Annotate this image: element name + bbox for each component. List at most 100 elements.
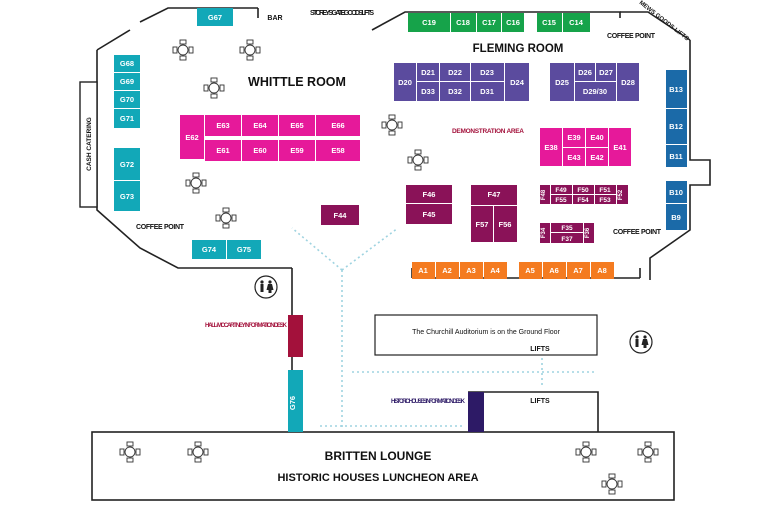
booth-F52[interactable]: F52 bbox=[618, 189, 624, 200]
booth-E42[interactable]: E42 bbox=[590, 153, 603, 162]
booth-D32[interactable]: D32 bbox=[448, 87, 462, 96]
booth-F45[interactable]: F45 bbox=[423, 210, 436, 219]
cafe-table-icons bbox=[119, 39, 659, 495]
table-chairs-icon bbox=[239, 39, 261, 61]
booth-A1[interactable]: A1 bbox=[418, 266, 428, 275]
storeys-gate-label: STOREYS GATE GOODS LIFTS bbox=[310, 10, 374, 17]
booth-E63[interactable]: E63 bbox=[216, 121, 229, 130]
booth-D22[interactable]: D22 bbox=[448, 68, 462, 77]
booth-E58[interactable]: E58 bbox=[331, 146, 344, 155]
booth-G71[interactable]: G71 bbox=[120, 114, 134, 123]
booth-F53[interactable]: F53 bbox=[599, 197, 611, 204]
booth-F51[interactable]: F51 bbox=[599, 187, 611, 194]
booth-G69[interactable]: G69 bbox=[120, 77, 134, 86]
booth-C14[interactable]: C14 bbox=[569, 18, 584, 27]
booth-G73[interactable]: G73 bbox=[120, 192, 134, 201]
coffee-point-left: COFFEE POINT bbox=[136, 224, 185, 231]
booth-E60[interactable]: E60 bbox=[253, 146, 266, 155]
lifts-label-upper: LIFTS bbox=[530, 346, 550, 353]
hall-mccartney-label: HALL-MCCARTNEY INFORMATION DESK bbox=[205, 323, 288, 329]
booth-B11[interactable]: B11 bbox=[669, 152, 682, 161]
booth-C19[interactable]: C19 bbox=[422, 18, 436, 27]
booth-D28[interactable]: D28 bbox=[621, 78, 635, 87]
booth-A3[interactable]: A3 bbox=[466, 266, 476, 275]
booth-A7[interactable]: A7 bbox=[573, 266, 583, 275]
booth-F34[interactable]: F34 bbox=[541, 227, 547, 238]
booth-E59[interactable]: E59 bbox=[290, 146, 303, 155]
booth-E39[interactable]: E39 bbox=[567, 133, 580, 142]
booth-F50[interactable]: F50 bbox=[577, 187, 589, 194]
booth-F46[interactable]: F46 bbox=[423, 190, 436, 199]
table-chairs-icon bbox=[215, 207, 237, 229]
booth-G68[interactable]: G68 bbox=[120, 59, 134, 68]
coffee-point-top-right: COFFEE POINT bbox=[607, 33, 656, 40]
booth-B9[interactable]: B9 bbox=[671, 213, 681, 222]
booth-E66[interactable]: E66 bbox=[331, 121, 344, 130]
room-britten-label: BRITTEN LOUNGE bbox=[325, 449, 432, 463]
booth-G72[interactable]: G72 bbox=[120, 160, 134, 169]
booth-group-green: C19 C18 C17 C16 C15 C14 bbox=[408, 13, 590, 32]
booth-F48[interactable]: F48 bbox=[541, 189, 547, 200]
historic-houses-desk[interactable] bbox=[468, 392, 484, 432]
table-chairs-icon bbox=[185, 172, 207, 194]
booth-G67[interactable]: G67 bbox=[208, 13, 222, 22]
booth-D25[interactable]: D25 bbox=[555, 78, 569, 87]
booth-D31[interactable]: D31 bbox=[480, 87, 494, 96]
booth-D23[interactable]: D23 bbox=[480, 68, 494, 77]
booth-E41[interactable]: E41 bbox=[613, 143, 626, 152]
booth-F44[interactable]: F44 bbox=[334, 211, 348, 220]
booth-B10[interactable]: B10 bbox=[669, 188, 683, 197]
booth-F54[interactable]: F54 bbox=[577, 197, 589, 204]
booth-D21[interactable]: D21 bbox=[421, 68, 435, 77]
booth-A8[interactable]: A8 bbox=[597, 266, 607, 275]
booth-D29-30[interactable]: D29/30 bbox=[583, 87, 607, 96]
booth-C18[interactable]: C18 bbox=[456, 18, 470, 27]
booth-F36[interactable]: F36 bbox=[585, 227, 591, 238]
booth-C16[interactable]: C16 bbox=[506, 18, 520, 27]
booth-F49[interactable]: F49 bbox=[555, 187, 567, 194]
table-chairs-icon bbox=[119, 441, 141, 463]
booth-G74[interactable]: G74 bbox=[202, 245, 217, 254]
booth-D33[interactable]: D33 bbox=[421, 87, 435, 96]
booth-G75[interactable]: G75 bbox=[237, 245, 251, 254]
booth-D24[interactable]: D24 bbox=[510, 78, 525, 87]
lifts-label-lower: LIFTS bbox=[530, 398, 550, 405]
coffee-point-right: COFFEE POINT bbox=[613, 229, 662, 236]
booth-E40[interactable]: E40 bbox=[590, 133, 603, 142]
booth-A5[interactable]: A5 bbox=[525, 266, 535, 275]
toilets-icon bbox=[629, 330, 653, 354]
booth-E62[interactable]: E62 bbox=[185, 133, 198, 142]
hall-mccartney-desk[interactable] bbox=[288, 315, 303, 357]
booth-D20[interactable]: D20 bbox=[398, 78, 412, 87]
bar-label: BAR bbox=[267, 15, 282, 22]
booth-D26[interactable]: D26 bbox=[578, 68, 592, 77]
booth-E65[interactable]: E65 bbox=[290, 121, 303, 130]
booth-group-blue: B13 B12 B11 B10 B9 bbox=[666, 70, 687, 230]
booth-B13[interactable]: B13 bbox=[669, 85, 683, 94]
booth-G76[interactable]: G76 bbox=[288, 396, 297, 410]
booth-F56[interactable]: F56 bbox=[499, 220, 512, 229]
booth-B12[interactable]: B12 bbox=[669, 122, 683, 131]
booth-F55[interactable]: F55 bbox=[555, 197, 567, 204]
booth-E61[interactable]: E61 bbox=[216, 146, 229, 155]
booth-C15[interactable]: C15 bbox=[542, 18, 556, 27]
booth-A4[interactable]: A4 bbox=[490, 266, 500, 275]
booth-C17[interactable]: C17 bbox=[482, 18, 496, 27]
booth-E43[interactable]: E43 bbox=[567, 153, 580, 162]
booth-group-teal: G67 G68 G69 G70 G71 G72 G73 G74 G75 G76 bbox=[114, 8, 303, 432]
walk-route-arrows bbox=[291, 227, 596, 428]
booth-F57[interactable]: F57 bbox=[476, 220, 489, 229]
booth-E38[interactable]: E38 bbox=[544, 143, 557, 152]
cash-catering-label: CASH CATERING bbox=[86, 117, 93, 171]
booth-F35[interactable]: F35 bbox=[561, 225, 573, 232]
booth-G70[interactable]: G70 bbox=[120, 95, 134, 104]
toilets-icon bbox=[254, 275, 278, 299]
booth-E64[interactable]: E64 bbox=[253, 121, 267, 130]
booth-D27[interactable]: D27 bbox=[599, 68, 613, 77]
booth-F47[interactable]: F47 bbox=[488, 190, 501, 199]
booth-F37[interactable]: F37 bbox=[561, 236, 573, 243]
booth-A6[interactable]: A6 bbox=[549, 266, 559, 275]
booth-A2[interactable]: A2 bbox=[442, 266, 452, 275]
room-fleming-label: FLEMING ROOM bbox=[473, 43, 564, 55]
